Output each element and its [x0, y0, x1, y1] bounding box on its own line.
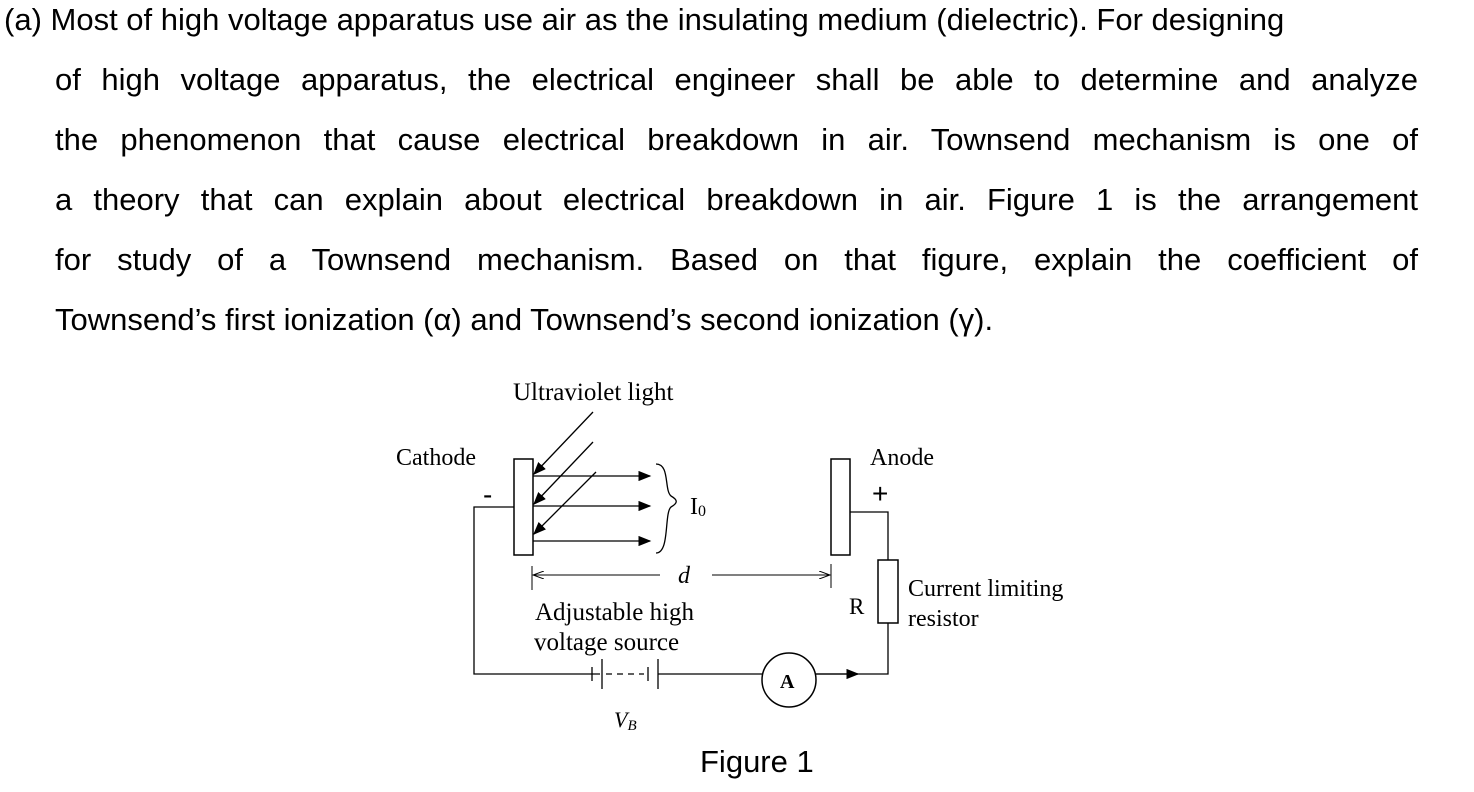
- anode-label: Anode: [870, 445, 934, 471]
- question-line-4: a theory that can explain about electric…: [55, 182, 1418, 217]
- plus-sign: +: [872, 478, 888, 509]
- source-label-line1: Adjustable high: [535, 599, 695, 626]
- question-line-3: the phenomenon that cause electrical bre…: [55, 122, 1418, 157]
- figure-caption: Figure 1: [700, 744, 814, 779]
- ammeter: [761, 652, 817, 708]
- wire-cathode: [473, 506, 600, 675]
- current-label: I0: [690, 494, 706, 520]
- uv-ray-3: [533, 471, 597, 535]
- uv-light-label: Ultraviolet light: [513, 379, 673, 406]
- resistor-label-line2: resistor: [908, 606, 979, 632]
- wire-resistor: [816, 623, 889, 675]
- resistor: [877, 559, 899, 624]
- uv-ray-1: [533, 411, 594, 475]
- cathode-label: Cathode: [396, 445, 476, 471]
- voltage-label: VB: [614, 707, 637, 734]
- question-label: (a): [4, 2, 42, 37]
- question-line-2: of high voltage apparatus, the electrica…: [55, 62, 1418, 97]
- source-label-line2: voltage source: [534, 629, 679, 656]
- question-line-5: for study of a Townsend mechanism. Based…: [55, 242, 1418, 277]
- uv-ray-2: [533, 441, 594, 505]
- question-line-1-text: Most of high voltage apparatus use air a…: [50, 2, 1285, 37]
- wire-anode: [850, 511, 889, 560]
- current-brace: [655, 463, 677, 554]
- gap-label: d: [678, 563, 691, 589]
- question-line-1: (a) Most of high voltage apparatus use a…: [4, 2, 1418, 38]
- ammeter-label: A: [780, 671, 795, 693]
- anode-plate: [830, 458, 851, 556]
- question-line-6: Townsend’s first ionization (α) and Town…: [55, 302, 994, 337]
- cathode-plate: [513, 458, 534, 556]
- resistor-label-line1: Current limiting: [908, 576, 1063, 602]
- minus-sign: -: [483, 479, 492, 510]
- resistor-symbol: R: [849, 594, 865, 619]
